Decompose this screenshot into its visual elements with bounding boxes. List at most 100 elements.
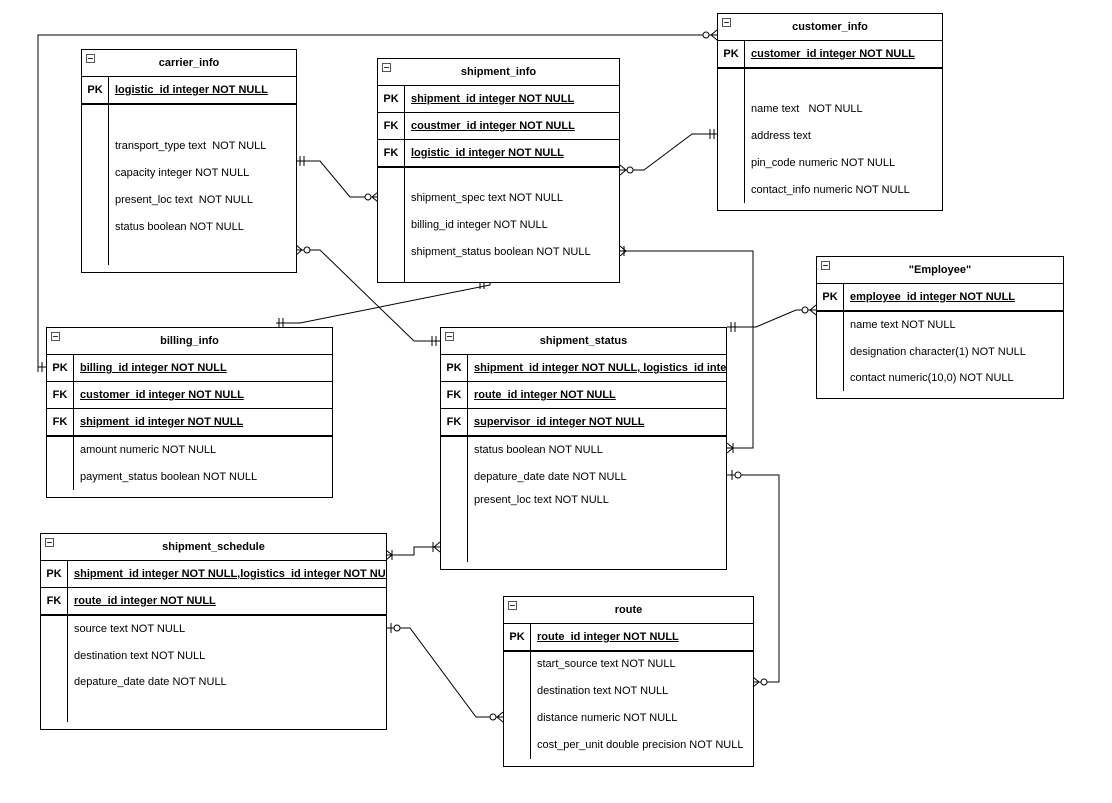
- key-row: PK shipment_id integer NOT NULL: [378, 86, 619, 113]
- attribute-list: name text NOT NULL address text pin_code…: [718, 69, 942, 211]
- attribute: distance numeric NOT NULL: [537, 712, 678, 724]
- rel-customer-shipmentinfo: [620, 133, 717, 171]
- attribute: shipment_spec text NOT NULL: [411, 192, 564, 204]
- key-row: FK shipment_id integer NOT NULL: [47, 409, 332, 437]
- entity-title: billing_info: [160, 335, 219, 347]
- collapse-icon[interactable]: [86, 54, 95, 63]
- key-type: FK: [378, 113, 405, 139]
- key-type: FK: [41, 588, 68, 614]
- attribute: address text: [751, 130, 811, 142]
- attribute: source text NOT NULL: [74, 623, 186, 635]
- attribute: cost_per_unit double precision NOT NULL: [537, 739, 744, 751]
- key-field: shipment_id integer NOT NULL,logistics_i…: [74, 568, 386, 580]
- key-row: PK shipment_id integer NOT NULL, logisti…: [441, 355, 726, 382]
- entity-customer-info[interactable]: customer_info PK customer_id integer NOT…: [717, 13, 943, 211]
- entity-title: "Employee": [908, 264, 972, 276]
- key-field: route_id integer NOT NULL: [74, 595, 216, 607]
- attribute: present_loc text NOT NULL: [474, 494, 609, 506]
- key-field: shipment_id integer NOT NULL, logistics_…: [474, 362, 726, 374]
- rel-shipmentinfo-billing: [276, 283, 491, 324]
- attribute: contact_info numeric NOT NULL: [751, 184, 910, 196]
- key-field: billing_id integer NOT NULL: [80, 362, 227, 374]
- key-type: PK: [718, 41, 745, 67]
- attribute: capacity integer NOT NULL: [115, 167, 250, 179]
- key-field: route_id integer NOT NULL: [537, 631, 679, 643]
- attribute: amount numeric NOT NULL: [80, 444, 217, 456]
- key-field: shipment_id integer NOT NULL: [411, 93, 575, 105]
- key-field: route_id integer NOT NULL: [474, 389, 616, 401]
- key-row: PK route_id integer NOT NULL: [504, 624, 753, 652]
- attribute: depature_date date NOT NULL: [74, 676, 227, 688]
- collapse-icon[interactable]: [508, 601, 517, 610]
- key-type: PK: [817, 284, 844, 310]
- key-row: PK logistic_id integer NOT NULL: [82, 77, 296, 105]
- collapse-icon[interactable]: [821, 261, 830, 270]
- attribute: name text NOT NULL: [850, 319, 956, 331]
- collapse-icon[interactable]: [722, 18, 731, 27]
- entity-header: route: [504, 597, 753, 624]
- key-type: PK: [441, 355, 468, 381]
- key-type: FK: [47, 382, 74, 408]
- entity-route[interactable]: route PK route_id integer NOT NULL start…: [503, 596, 754, 767]
- rel-schedule-shipmentstatus: [386, 546, 440, 556]
- key-row: FK logistic_id integer NOT NULL: [378, 140, 619, 168]
- entity-header: shipment_info: [378, 59, 619, 86]
- key-row: FK route_id integer NOT NULL: [441, 382, 726, 409]
- attribute: billing_id integer NOT NULL: [411, 219, 548, 231]
- entity-header: customer_info: [718, 14, 942, 41]
- key-field: coustmer_id integer NOT NULL: [411, 120, 575, 132]
- rel-employee-shipmentstatus: [727, 309, 816, 328]
- collapse-icon[interactable]: [382, 63, 391, 72]
- collapse-icon[interactable]: [445, 332, 454, 341]
- entity-billing-info[interactable]: billing_info PK billing_id integer NOT N…: [46, 327, 333, 498]
- key-row: FK route_id integer NOT NULL: [41, 588, 386, 616]
- key-type: PK: [378, 86, 405, 112]
- entity-shipment-info[interactable]: shipment_info PK shipment_id integer NOT…: [377, 58, 620, 283]
- entity-title: customer_info: [792, 21, 868, 33]
- collapse-icon[interactable]: [45, 538, 54, 547]
- entity-header: shipment_schedule: [41, 534, 386, 561]
- attribute: destination text NOT NULL: [74, 650, 206, 662]
- key-type: PK: [41, 561, 68, 587]
- key-row: FK supervisor_id integer NOT NULL: [441, 409, 726, 437]
- key-row: PK employee_id integer NOT NULL: [817, 284, 1063, 312]
- entity-title: shipment_status: [539, 335, 628, 347]
- entity-shipment-status[interactable]: shipment_status PK shipment_id integer N…: [440, 327, 727, 570]
- key-row: PK shipment_id integer NOT NULL,logistic…: [41, 561, 386, 588]
- attribute-list: source text NOT NULL destination text NO…: [41, 616, 386, 730]
- attribute-list: name text NOT NULL designation character…: [817, 312, 1063, 399]
- attribute: shipment_status boolean NOT NULL: [411, 246, 591, 258]
- attribute-list: transport_type text NOT NULL capacity in…: [82, 105, 296, 273]
- entity-title: shipment_info: [460, 66, 537, 78]
- key-field: logistic_id integer NOT NULL: [411, 147, 564, 159]
- rel-schedule-route: [386, 627, 503, 718]
- attribute: name text NOT NULL: [751, 103, 863, 115]
- key-field: logistic_id integer NOT NULL: [115, 84, 268, 96]
- key-row: FK customer_id integer NOT NULL: [47, 382, 332, 409]
- entity-shipment-schedule[interactable]: shipment_schedule PK shipment_id integer…: [40, 533, 387, 730]
- key-type: PK: [504, 624, 531, 650]
- key-type: FK: [378, 140, 405, 166]
- attribute: destination text NOT NULL: [537, 685, 669, 697]
- attribute: depature_date date NOT NULL: [474, 471, 627, 483]
- key-type: FK: [441, 382, 468, 408]
- key-row: PK billing_id integer NOT NULL: [47, 355, 332, 382]
- key-type: FK: [47, 409, 74, 435]
- entity-header: billing_info: [47, 328, 332, 355]
- entity-title: shipment_schedule: [162, 541, 265, 553]
- attribute: payment_status boolean NOT NULL: [80, 471, 258, 483]
- entity-title: carrier_info: [158, 57, 220, 69]
- attribute: status boolean NOT NULL: [474, 444, 603, 456]
- attribute-list: start_source text NOT NULL destination t…: [504, 652, 753, 767]
- attribute-list: amount numeric NOT NULL payment_status b…: [47, 437, 332, 498]
- entity-carrier-info[interactable]: carrier_info PK logistic_id integer NOT …: [81, 49, 297, 273]
- attribute: present_loc text NOT NULL: [115, 194, 253, 206]
- attribute: pin_code numeric NOT NULL: [751, 157, 896, 169]
- key-type: FK: [441, 409, 468, 435]
- key-row: PK customer_id integer NOT NULL: [718, 41, 942, 69]
- entity-title: route: [614, 604, 643, 616]
- collapse-icon[interactable]: [51, 332, 60, 341]
- entity-employee[interactable]: "Employee" PK employee_id integer NOT NU…: [816, 256, 1064, 399]
- attribute: start_source text NOT NULL: [537, 658, 676, 670]
- attribute-list: status boolean NOT NULL depature_date da…: [441, 437, 726, 570]
